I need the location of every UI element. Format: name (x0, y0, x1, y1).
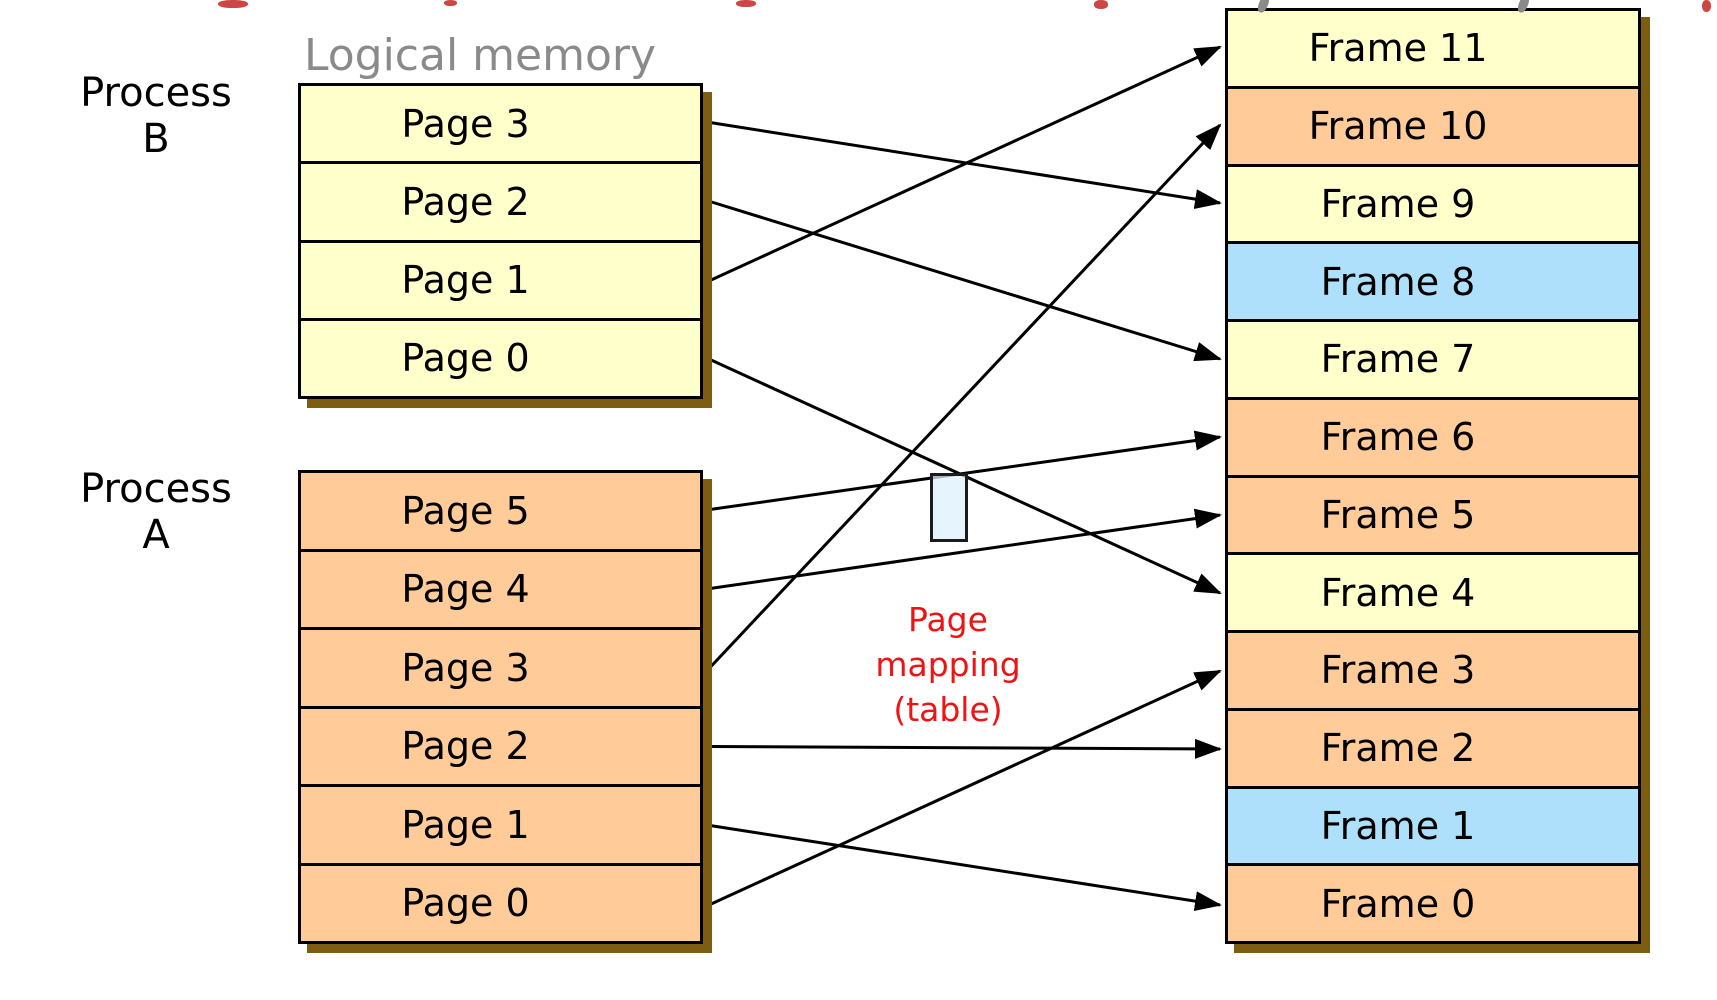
process-a-label-line2: A (142, 512, 170, 558)
page-label: Page 1 (401, 258, 530, 303)
mapping-arrow-A1-to-frame0 (709, 824, 1222, 912)
frame-label: Frame 6 (1320, 415, 1476, 460)
frame-cell: Frame 9 (1228, 163, 1638, 242)
page-cell: Page 3 (301, 86, 700, 162)
cutoff-title-fragment (444, 0, 457, 6)
page-cell: Page 1 (301, 784, 700, 863)
process-a-label-line1: Process (80, 466, 232, 512)
page-label: Page 2 (401, 724, 530, 769)
frame-cell: Frame 5 (1228, 474, 1638, 553)
page-cell: Page 2 (301, 161, 700, 240)
mapping-arrow-A3-to-frame10 (708, 123, 1222, 669)
page-mapping-annotation-line1: Page (908, 600, 988, 639)
frame-cell: Frame 10 (1228, 85, 1638, 164)
frame-cell: Frame 2 (1228, 707, 1638, 786)
page-cell: Page 2 (301, 705, 700, 784)
frame-label: Frame 1 (1320, 803, 1476, 848)
process-a-logical-memory-table: Page 5 Page 4 Page 3 Page 2 Page 1 Page 0 (298, 470, 703, 944)
mapping-arrow-B2-to-frame7 (709, 200, 1222, 362)
frame-label: Frame 8 (1320, 259, 1476, 304)
cutoff-title-fragment (1094, 0, 1108, 9)
frame-label: Frame 0 (1320, 881, 1476, 926)
process-b-label-line1: Process (80, 70, 232, 116)
frame-cell: Frame 11 (1228, 11, 1638, 86)
frame-label: Frame 5 (1320, 492, 1476, 537)
frame-label: Frame 7 (1320, 337, 1476, 382)
page-cell: Page 3 (301, 627, 700, 706)
page-label: Page 1 (401, 802, 530, 847)
page-cell: Page 1 (301, 239, 700, 318)
process-b-logical-memory-table: Page 3 Page 2 Page 1 Page 0 (298, 83, 703, 399)
frame-cell: Frame 4 (1228, 552, 1638, 630)
frame-cell: Frame 8 (1228, 241, 1638, 319)
page-label: Page 0 (401, 881, 530, 926)
process-b-label-line2: B (142, 116, 170, 162)
page-label: Page 3 (401, 645, 530, 690)
small-page-rect (930, 473, 968, 542)
page-mapping-annotation-line3: (table) (893, 690, 1003, 729)
physical-memory-frame-table: Frame 11 Frame 10 Frame 9 Frame 8 Frame 7 Fra… (1225, 8, 1641, 944)
page-cell: Page 0 (301, 317, 700, 396)
mapping-arrow-A2-to-frame2 (709, 738, 1222, 759)
page-label: Page 5 (401, 488, 530, 533)
page-cell: Page 4 (301, 548, 700, 627)
page-cell: Page 5 (301, 473, 700, 549)
page-label: Page 4 (401, 567, 530, 612)
mapping-arrow-B1-to-frame11 (709, 45, 1222, 282)
cutoff-title-fragment (1702, 0, 1711, 12)
frame-label: Frame 9 (1320, 181, 1476, 226)
frame-label: Frame 10 (1308, 104, 1488, 149)
page-cell: Page 0 (301, 862, 700, 941)
frame-cell: Frame 0 (1228, 863, 1638, 941)
page-mapping-annotation-line2: mapping (875, 645, 1021, 684)
mapping-arrow-A0-to-frame3 (709, 669, 1222, 906)
cutoff-title-fragment (736, 0, 756, 7)
frame-cell: Frame 7 (1228, 319, 1638, 397)
cutoff-title-fragment (218, 0, 248, 8)
frame-cell: Frame 1 (1228, 785, 1638, 864)
process-a-label: Process A (46, 466, 266, 558)
frame-label: Frame 4 (1320, 570, 1476, 615)
page-label: Page 2 (401, 179, 530, 224)
frame-label: Frame 2 (1320, 726, 1476, 771)
frame-label: Frame 11 (1308, 26, 1488, 71)
frame-cell: Frame 6 (1228, 396, 1638, 475)
frame-cell: Frame 3 (1228, 630, 1638, 708)
process-b-label: Process B (46, 70, 266, 162)
page-mapping-annotation: Page mapping (table) (798, 597, 1098, 732)
frame-label: Frame 3 (1320, 648, 1476, 693)
page-label: Page 0 (401, 336, 530, 381)
page-label: Page 3 (401, 101, 530, 146)
logical-memory-heading: Logical memory (303, 30, 657, 81)
